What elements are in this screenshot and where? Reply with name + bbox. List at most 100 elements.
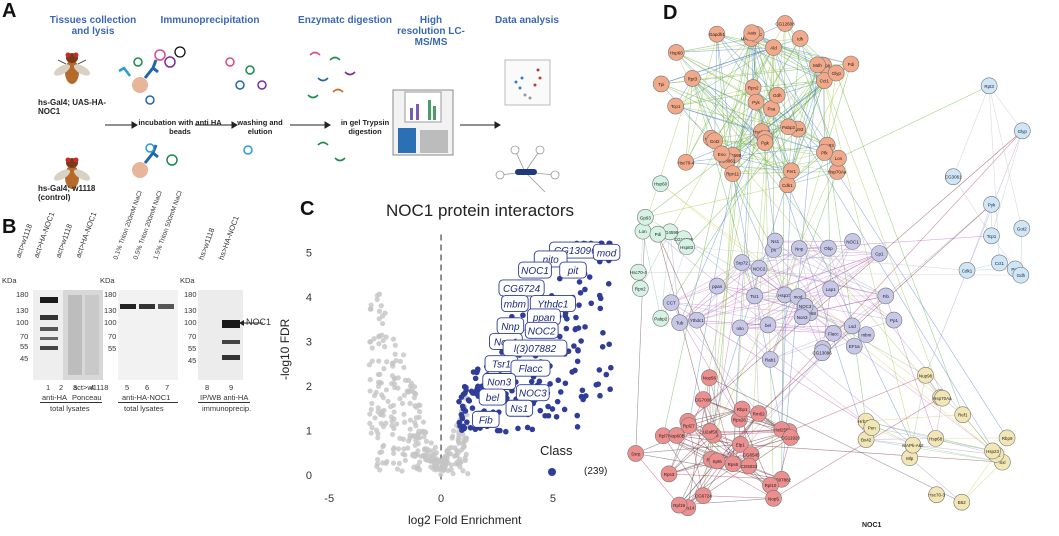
network-edge — [716, 130, 1023, 462]
network-edge — [709, 377, 712, 460]
svg-text:Rbp9: Rbp9 — [1002, 436, 1013, 441]
nonsignificant-point — [455, 437, 461, 443]
divider-b2 — [118, 402, 178, 403]
network-edge — [755, 102, 867, 440]
significant-point — [524, 424, 531, 431]
network-edge — [671, 302, 834, 334]
network-node: Ald — [765, 39, 782, 56]
header-tissue-collection: Tissues collection and lysis — [49, 15, 137, 37]
network-node: Tsr1 — [746, 287, 763, 305]
svg-text:Cp1: Cp1 — [875, 251, 884, 256]
svg-text:Hsp70Aa: Hsp70Aa — [828, 170, 847, 175]
nonsignificant-point — [441, 461, 448, 467]
network-edge — [935, 438, 993, 452]
network-node: Rpt3 — [684, 70, 701, 87]
network-edge — [739, 294, 785, 329]
significant-point — [461, 425, 467, 432]
lane-number-3b: 3 — [73, 383, 78, 392]
significant-point — [547, 381, 553, 387]
nonsignificant-point — [380, 412, 386, 418]
blot2-marker-180: 180 — [104, 290, 117, 299]
svg-text:Pabp2: Pabp2 — [654, 316, 668, 321]
network-edge — [732, 32, 753, 156]
divider-b1 — [40, 402, 102, 403]
svg-text:Nup98: Nup98 — [919, 373, 933, 378]
nonsignificant-point — [376, 291, 383, 297]
network-edge — [657, 234, 771, 486]
x-tick-label: -5 — [324, 493, 334, 505]
network-edge — [784, 23, 839, 159]
network-edge — [799, 248, 886, 297]
network-edge — [777, 64, 818, 96]
svg-text:Ythdc1: Ythdc1 — [690, 318, 705, 323]
x-tick-label: 5 — [550, 493, 556, 505]
svg-text:Rps14: Rps14 — [681, 506, 695, 511]
nonsignificant-point — [413, 433, 419, 440]
svg-text:Pgk: Pgk — [761, 141, 770, 146]
network-node: Cp1 — [871, 245, 888, 262]
network-node: bel — [759, 316, 777, 334]
network-edge — [830, 253, 880, 290]
nonsignificant-point — [452, 461, 459, 467]
svg-text:Spt6: Spt6 — [712, 459, 722, 464]
svg-text:Tcp1: Tcp1 — [671, 104, 681, 109]
blot1-marker-100: 100 — [16, 318, 29, 327]
network-edge — [635, 453, 680, 506]
blot3-marker-100: 100 — [184, 318, 197, 327]
nonsignificant-point — [384, 359, 390, 365]
nonsignificant-point — [373, 427, 380, 433]
nonsignificant-point — [450, 433, 456, 439]
protein-label-CG13096: CG13096 — [554, 246, 597, 257]
nonsignificant-point — [382, 344, 388, 350]
nonsignificant-point — [390, 360, 396, 366]
nonsignificant-point — [396, 460, 402, 466]
significant-point — [456, 398, 462, 405]
network-edge — [692, 78, 788, 186]
fly-bottom-label: hs-Gal4; w1118 (control) — [38, 184, 96, 202]
network-node: Pen — [863, 419, 881, 436]
significant-point — [596, 367, 603, 373]
nonsignificant-point — [456, 449, 462, 455]
step-washing: washing and elution — [237, 118, 283, 136]
svg-text:CG5033: CG5033 — [740, 464, 757, 469]
protein-label-bel: bel — [486, 393, 500, 404]
network-edge — [676, 305, 806, 436]
network-edge — [679, 131, 762, 323]
network-edge — [909, 457, 963, 503]
network-node: Mdh — [809, 56, 826, 74]
nonsignificant-point — [380, 313, 386, 319]
network-edge — [770, 332, 834, 360]
network-node: Ref1 — [954, 406, 972, 424]
nonsignificant-point — [390, 336, 397, 342]
svg-text:Non3: Non3 — [797, 315, 808, 320]
lane-number-3: act>w1118 — [73, 383, 109, 392]
nonsignificant-point — [377, 371, 383, 378]
lcms-instrument-icon — [392, 89, 454, 156]
x-axis-label: log2 Fold Enrichment — [408, 513, 521, 527]
svg-text:Gp93: Gp93 — [640, 215, 652, 220]
nonsignificant-point — [413, 423, 419, 429]
nonsignificant-point — [368, 406, 374, 413]
nonsignificant-point — [416, 408, 423, 415]
network-edge — [866, 439, 1003, 463]
network-edge — [696, 288, 831, 321]
svg-text:Tpi: Tpi — [658, 82, 664, 87]
network-edge — [685, 78, 693, 163]
network-edge — [721, 32, 753, 154]
svg-text:Pabp2: Pabp2 — [782, 125, 796, 130]
network-node: CCT — [662, 294, 680, 311]
significant-point — [462, 390, 468, 397]
svg-text:Tub: Tub — [676, 321, 684, 326]
panel-letter-b: B — [2, 216, 17, 238]
nonsignificant-point — [392, 351, 398, 357]
nonsignificant-point — [420, 419, 427, 425]
significant-point — [549, 406, 556, 412]
svg-text:Hsp83: Hsp83 — [680, 245, 694, 250]
network-node: Hsp60 — [667, 44, 685, 61]
nonsignificant-point — [412, 452, 418, 458]
network-edge — [642, 231, 662, 319]
network-edge — [678, 460, 718, 506]
network-edge — [685, 144, 828, 163]
network-edge — [663, 435, 704, 496]
nonsignificant-point — [402, 457, 408, 464]
